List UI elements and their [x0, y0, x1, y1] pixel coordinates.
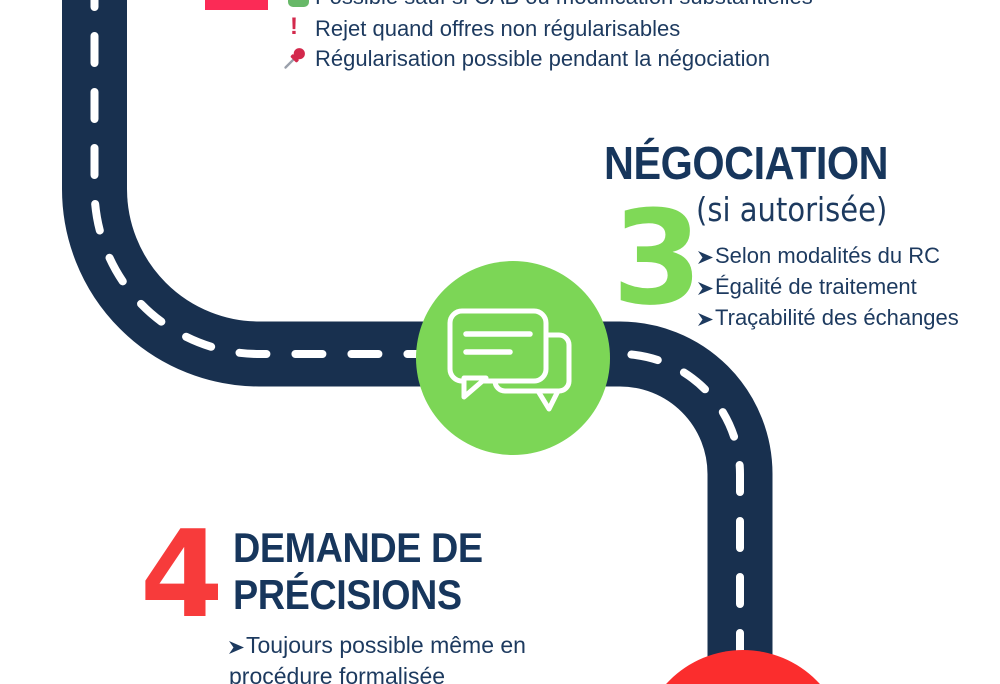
step3-bullet-list: Selon modalités du RC Égalité de traitem…	[698, 240, 959, 333]
step4-bullet: Toujours possible même en procédure form…	[229, 632, 526, 684]
step3-bullet-2: Égalité de traitement	[698, 271, 959, 302]
pushpin-icon	[284, 48, 305, 69]
step4-title-line1: DEMANDE DE	[233, 524, 483, 571]
step2-number-remnant	[205, 0, 268, 10]
step3-bullet-1: Selon modalités du RC	[698, 240, 959, 271]
bullet-arrow-icon	[698, 251, 713, 264]
bullet-arrow-icon	[698, 282, 713, 295]
check-glyph: ✓	[292, 0, 305, 5]
exclamation-icon: !	[290, 13, 298, 40]
note-line-2: Rejet quand offres non régularisables	[315, 16, 681, 41]
step3-bullet-3: Traçabilité des échanges	[698, 302, 959, 333]
bullet-arrow-icon	[229, 641, 244, 654]
step3-title: NÉGOCIATION	[604, 137, 889, 189]
chat-circle	[416, 261, 610, 455]
note-line-3: Régularisation possible pendant la négoc…	[315, 46, 770, 71]
bullet-arrow-icon	[698, 313, 713, 326]
step3-subtitle: (si autorisée)	[696, 190, 888, 229]
step4-number: 4	[140, 506, 224, 645]
step3-number: 3	[612, 182, 703, 334]
chat-bubbles-icon	[447, 308, 572, 412]
step4-title-line2: PRÉCISIONS	[233, 571, 462, 618]
road-dashes	[90, 0, 744, 684]
step4-title: DEMANDE DE PRÉCISIONS	[233, 524, 483, 618]
note-line-1: Possible sauf si CAB ou modification sub…	[315, 0, 813, 10]
check-icon: ✓	[288, 0, 309, 7]
